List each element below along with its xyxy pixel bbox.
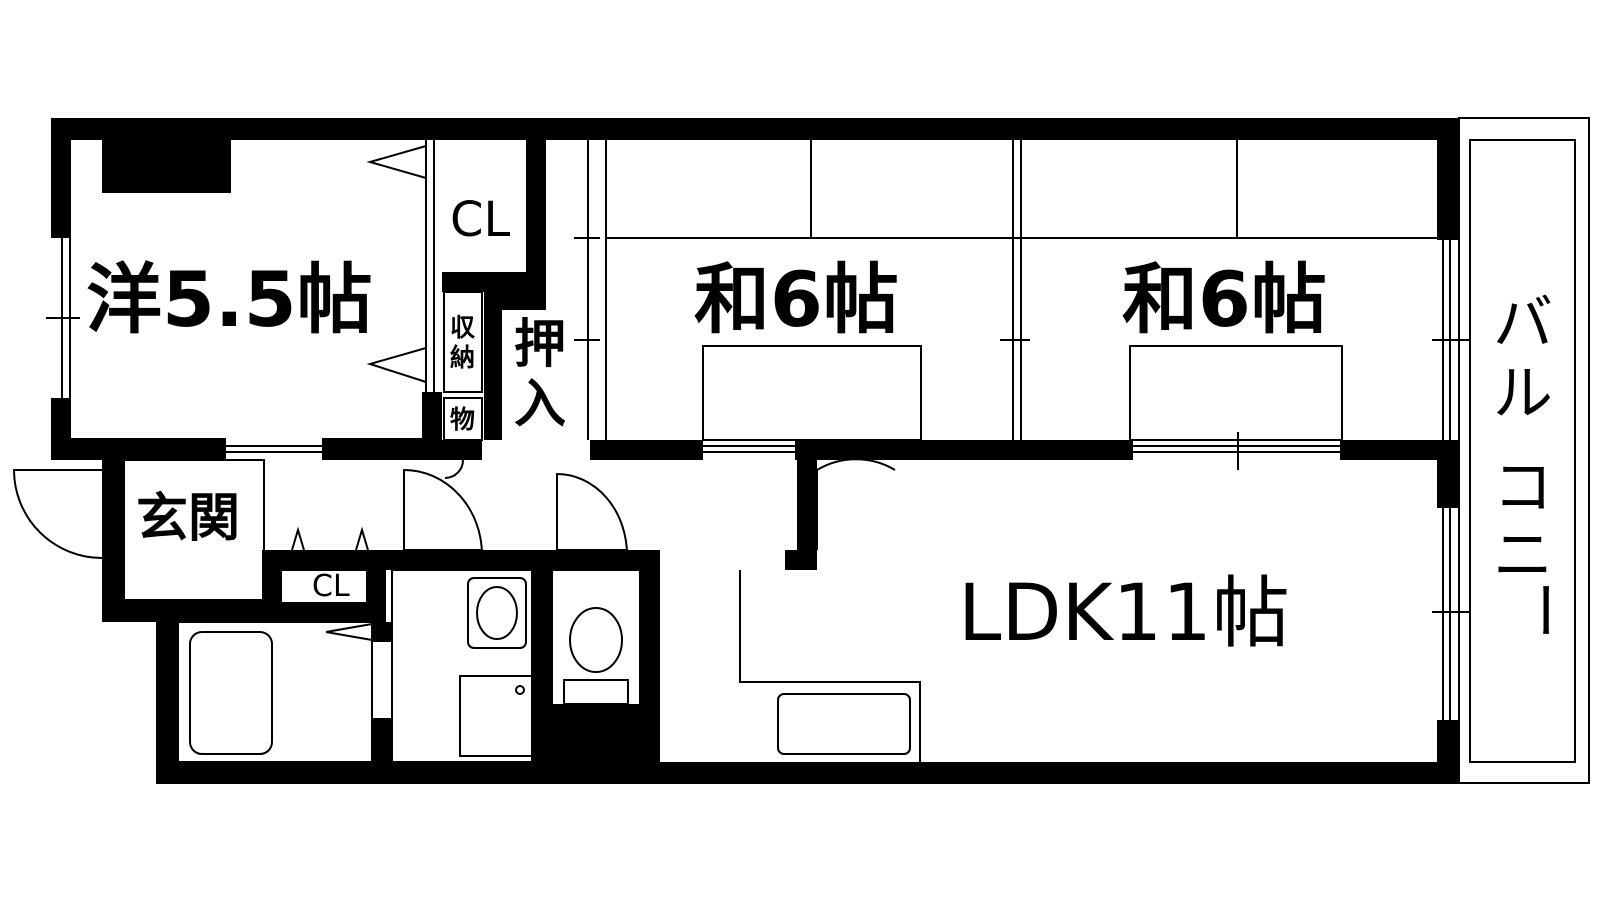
entrance-label: 玄関 bbox=[136, 489, 240, 549]
storage-label-2: 納 bbox=[450, 343, 475, 372]
balcony-char-3: コ bbox=[1493, 453, 1553, 523]
balcony-char-1: バ bbox=[1493, 289, 1553, 359]
room-label-japanese-1: 和6帖 bbox=[694, 255, 899, 344]
balcony-char-2: ル bbox=[1493, 359, 1553, 429]
room-label-western: 洋5.5帖 bbox=[86, 255, 373, 344]
storage-label-1: 収 bbox=[450, 313, 476, 342]
room-label-japanese-2: 和6帖 bbox=[1122, 255, 1327, 344]
balcony-label: バ ル コ ニ ー bbox=[1493, 289, 1578, 640]
small-closet-label: CL bbox=[312, 569, 350, 604]
goods-label: 物 bbox=[450, 405, 475, 434]
thin-lines bbox=[12, 117, 1590, 784]
oshiire-label-1: 押 bbox=[514, 315, 566, 375]
closet-label: CL bbox=[450, 192, 511, 248]
room-label-ldk: LDK11帖 bbox=[958, 569, 1290, 659]
balcony-char-5: ー bbox=[1508, 580, 1578, 640]
balcony-char-4: ニ bbox=[1493, 521, 1553, 591]
oshiire-label-2: 入 bbox=[514, 375, 566, 435]
walls bbox=[51, 118, 1459, 784]
